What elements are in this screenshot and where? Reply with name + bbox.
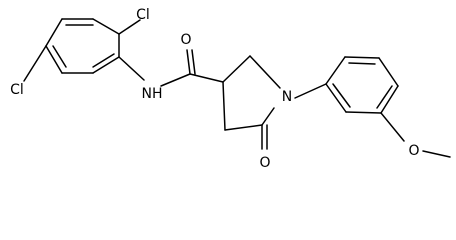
amide-nh-label: NH xyxy=(142,86,163,102)
dichlorophenyl-ring xyxy=(45,18,120,74)
chlorine-atom-label: Cl xyxy=(136,7,150,23)
molecule-structure-diagram: Cl Cl NH O N O O xyxy=(10,7,451,171)
methoxy-bonds xyxy=(380,112,451,158)
n-aryl-bond xyxy=(294,83,327,99)
lactam-oxygen-label: O xyxy=(259,155,270,171)
chlorine-bonds xyxy=(23,19,141,82)
chlorine-atom-label: Cl xyxy=(10,82,24,98)
carbonyl-oxygen-label: O xyxy=(180,32,191,48)
methoxy-oxygen-label: O xyxy=(408,143,419,159)
ring-nitrogen-label: N xyxy=(282,89,292,105)
amide-bonds xyxy=(118,49,224,87)
pyrrolidinone-ring xyxy=(222,55,281,150)
methoxyphenyl-ring xyxy=(325,56,399,114)
